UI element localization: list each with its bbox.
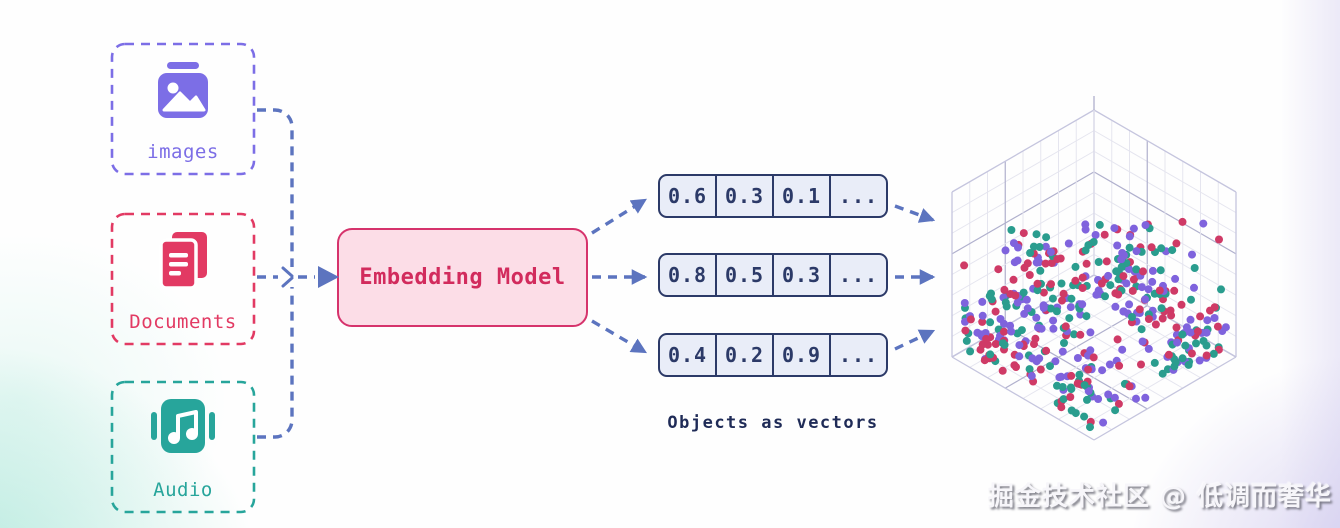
dashed-border [110, 380, 256, 514]
connector-vector-3-to-cube [894, 329, 936, 351]
vector-cell: ... [829, 176, 886, 216]
arrowhead-into-model [318, 266, 339, 288]
image-icon [158, 62, 208, 118]
source-label-images: images [147, 141, 219, 163]
vector-cell: 0.2 [715, 335, 772, 375]
source-box-documents: Documents [110, 212, 256, 346]
vector-row: 0.6 0.3 0.1 ... [658, 174, 888, 218]
vector-row: 0.8 0.5 0.3 ... [658, 253, 888, 297]
vector-cell: 0.6 [667, 184, 708, 208]
vectors-caption: Objects as vectors [667, 413, 879, 433]
vector-cell: 0.3 [772, 255, 829, 295]
vector-cell: 0.9 [772, 335, 829, 375]
source-label-audio: Audio [153, 479, 213, 501]
source-box-images: images [110, 42, 256, 176]
watermark-text: 掘金技术社区 @ 低调而奢华 [987, 482, 1332, 512]
vector-cell: 0.1 [772, 176, 829, 216]
audio-icon [151, 399, 215, 453]
vector-cell: ... [829, 335, 886, 375]
vector-row: 0.4 0.2 0.9 ... [658, 333, 888, 377]
vector-cell: 0.4 [667, 343, 708, 367]
scatter-points [960, 217, 1230, 432]
connector-model-to-vector-1 [591, 198, 647, 235]
connector-vector-1-to-cube [894, 204, 936, 223]
embedding-model-box: Embedding Model [337, 228, 588, 327]
dashed-border [110, 42, 256, 176]
embedding-space-cube [951, 96, 1237, 441]
vector-cell: 0.5 [715, 255, 772, 295]
embedding-model-label: Embedding Model [359, 265, 566, 290]
vector-cell: ... [829, 255, 886, 295]
connector-images-to-trunk [257, 108, 294, 267]
vector-cell: 0.8 [667, 263, 708, 287]
vector-cell: 0.3 [715, 176, 772, 216]
dashed-border [110, 212, 256, 346]
source-label-documents: Documents [129, 311, 237, 333]
documents-icon [159, 232, 207, 290]
source-box-audio: Audio [110, 380, 256, 514]
junction-mark [281, 266, 294, 288]
connector-audio-to-trunk [257, 287, 294, 439]
connector-model-to-vector-3 [591, 319, 648, 354]
